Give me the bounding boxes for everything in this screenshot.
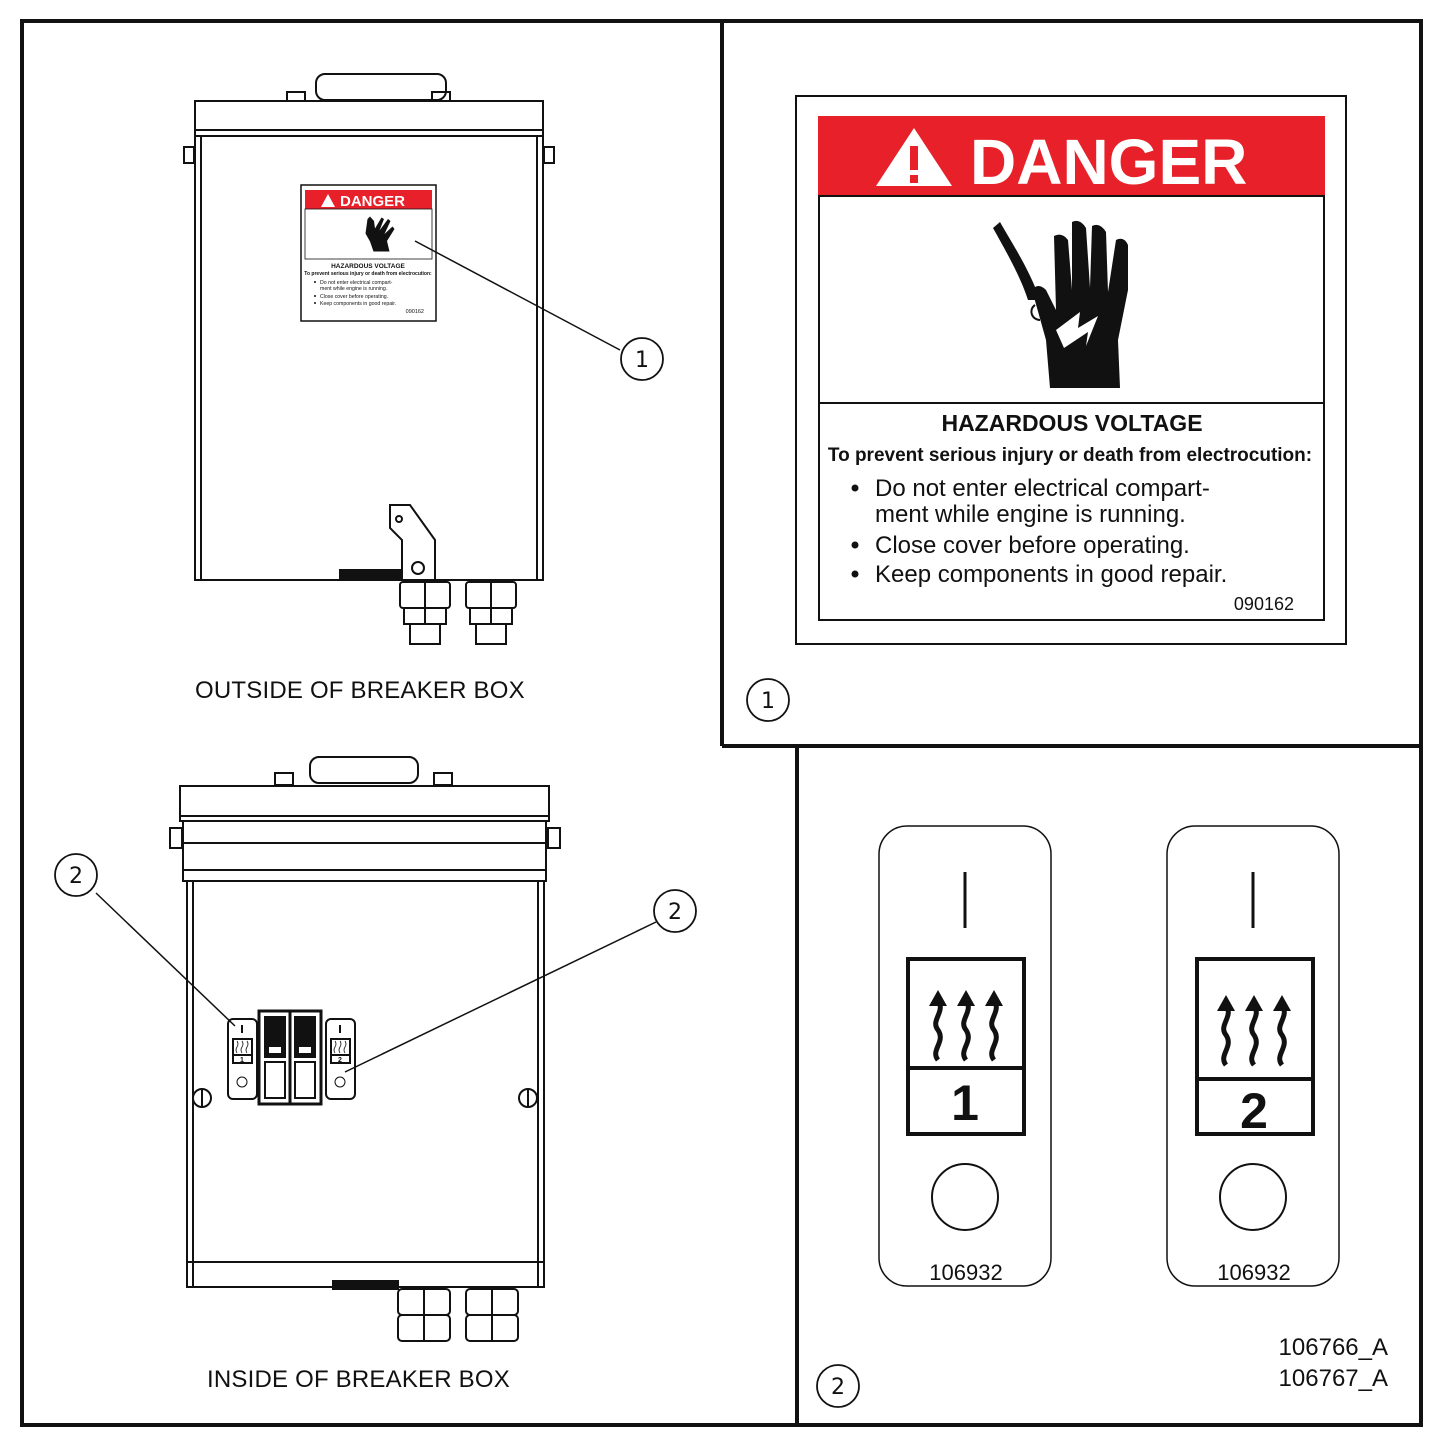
callout-2-right-bubble [653, 889, 697, 933]
callout-1-panel-bubble [746, 678, 790, 722]
danger-intro: To prevent serious injury or death from … [828, 445, 1312, 466]
thumb-bullet-3: Keep components in good repair. [320, 301, 396, 307]
callout-2-panel-bubble [816, 1364, 860, 1408]
callout-2-left-leader [95, 892, 236, 1027]
thumb-circuit-2: 2 [338, 1057, 342, 1064]
callout-2-panel-number: 2 [831, 1375, 845, 1400]
breaker-decal-1-circuit: 1 [951, 1075, 979, 1131]
electric-shock-hand-icon [993, 220, 1128, 388]
breaker-decal-2: 2 106932 [1166, 825, 1340, 1287]
breaker-decal-1: 1 106932 [878, 825, 1052, 1287]
danger-bullet-1b: ment while engine is running. [875, 501, 1186, 528]
thumb-circuit-1: 1 [240, 1057, 244, 1064]
thumb-bullet-1a: Do not enter electrical compart- [320, 280, 393, 286]
thumb-heat-icons [235, 1040, 347, 1054]
callout-2-right-number: 2 [668, 900, 682, 925]
thumb-bullet-1b: ment while engine is running. [320, 286, 387, 292]
danger-bullet-3: Keep components in good repair. [875, 561, 1227, 588]
thumb-danger-header: DANGER [340, 193, 405, 210]
caption-outside: OUTSIDE OF BREAKER BOX [195, 677, 525, 704]
electric-shock-hand-icon [365, 216, 395, 252]
callout-2-left-number: 2 [69, 864, 83, 889]
thumb-intro: To prevent serious injury or death from … [304, 271, 432, 277]
danger-header: DANGER [970, 126, 1247, 198]
callout-1-leader [414, 240, 621, 351]
danger-part-number: 090162 [1234, 594, 1294, 614]
danger-decal-thumbnail: DANGER HAZARDOUS VOLTAGE To prevent seri… [300, 184, 437, 322]
thumb-heading: HAZARDOUS VOLTAGE [331, 263, 405, 270]
breaker-decal-2-circuit: 2 [1240, 1083, 1268, 1139]
breaker-decal-1-part-number: 106932 [929, 1260, 1002, 1285]
danger-heading: HAZARDOUS VOLTAGE [941, 410, 1202, 436]
warning-triangle-icon [321, 194, 335, 207]
breaker-decal-2-part-number: 106932 [1217, 1260, 1290, 1285]
drawing-number-1: 106766_A [1279, 1334, 1388, 1361]
danger-decal: DANGER HAZARDOUS VOLTAGE To prevent seri… [795, 95, 1347, 645]
thumb-part-number: 090162 [406, 309, 424, 315]
callout-2-right-leader [344, 921, 657, 1073]
callout-2-left-bubble [54, 853, 98, 897]
danger-bullet-1a: Do not enter electrical compart- [875, 475, 1210, 502]
callout-1-number: 1 [635, 348, 649, 373]
breaker-box-inside [169, 756, 561, 1342]
drawing-number-2: 106767_A [1279, 1365, 1388, 1392]
danger-bullet-2: Close cover before operating. [875, 532, 1190, 559]
thumb-bullet-2: Close cover before operating. [320, 294, 388, 300]
caption-inside: INSIDE OF BREAKER BOX [207, 1366, 510, 1393]
callout-1-bubble [620, 337, 664, 381]
breaker-box-outside [183, 73, 555, 645]
callout-1-panel-number: 1 [761, 689, 775, 714]
